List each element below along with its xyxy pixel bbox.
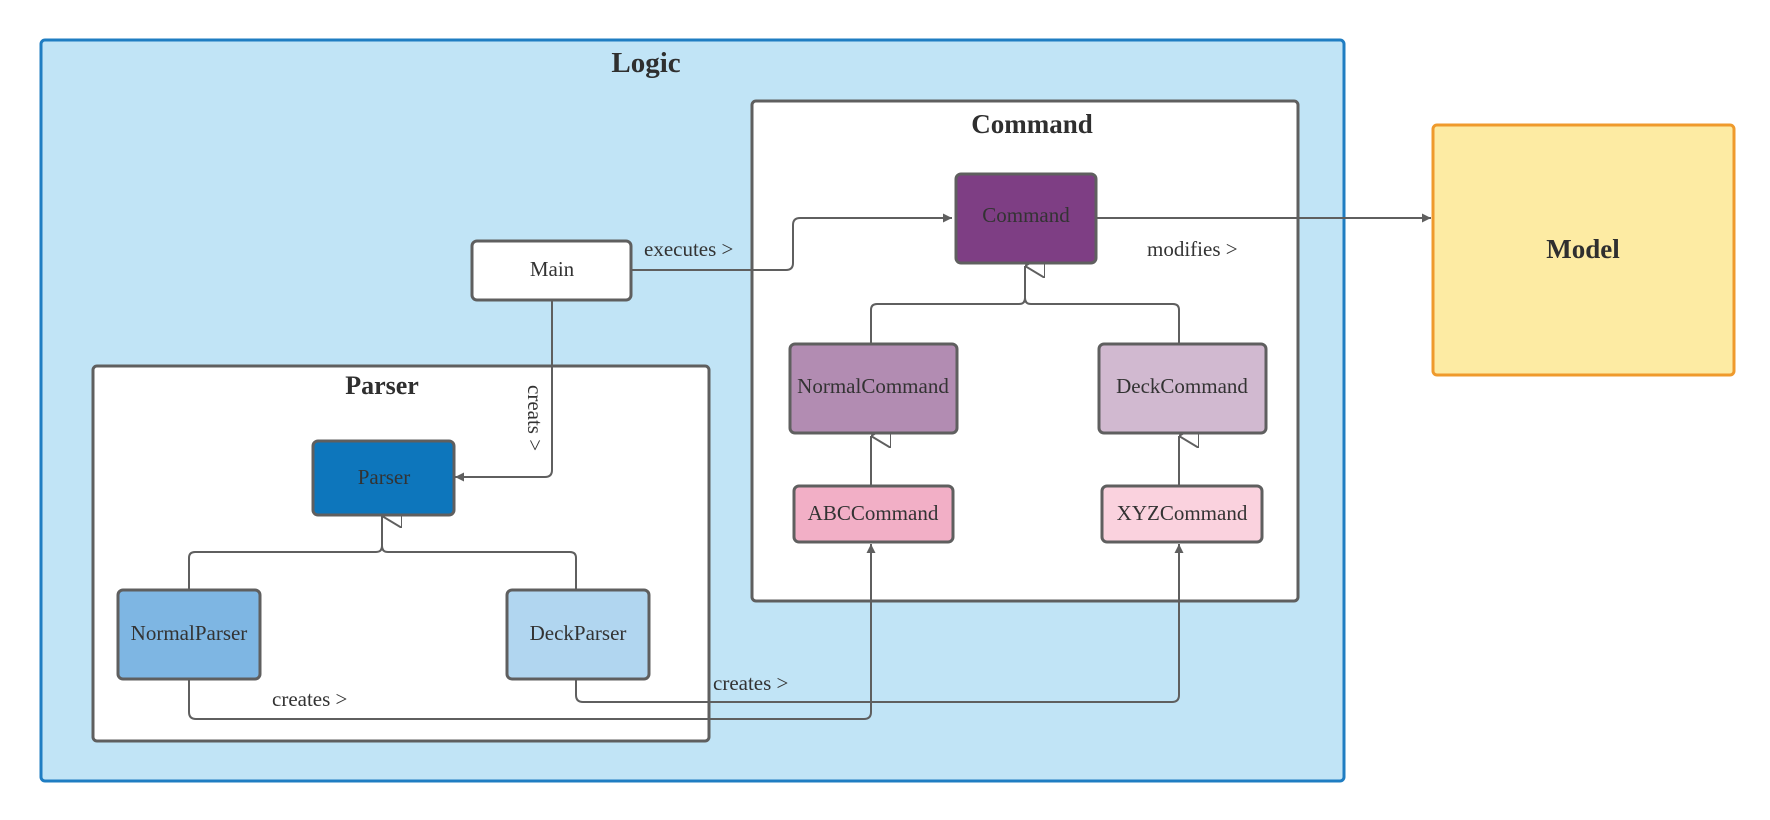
normal-parser-creates-label: creates > <box>272 687 347 711</box>
deck-parser-generalization <box>381 516 577 589</box>
modifies-label: modifies > <box>1147 237 1238 261</box>
xyz-command-class-label: XYZCommand <box>1117 501 1248 525</box>
model-package-title: Model <box>1546 234 1620 264</box>
command-class-label: Command <box>982 203 1070 227</box>
abc-command-class-label: ABCCommand <box>808 501 939 525</box>
normal-parser-class <box>116 588 262 681</box>
normal-command-class-label: NormalCommand <box>797 374 949 398</box>
normal-command-class <box>788 342 959 435</box>
deck-parser-class <box>505 588 651 681</box>
parser-package-title: Parser <box>345 371 419 400</box>
command-package <box>750 99 1300 603</box>
deck-command-class-label: DeckCommand <box>1116 374 1248 398</box>
logic-package-title: Logic <box>611 47 680 79</box>
executes-edge <box>631 213 952 271</box>
executes-label: executes > <box>644 237 733 261</box>
normal-parser-creates-edge <box>188 544 876 720</box>
deck-parser-creates-edge <box>575 544 1184 703</box>
parser-package <box>91 364 711 743</box>
main-class <box>470 239 633 302</box>
deck-command-class <box>1097 342 1268 435</box>
main-class-label: Main <box>530 257 575 281</box>
command-class <box>954 172 1098 265</box>
creats-edge <box>455 300 553 482</box>
abc-command-class <box>792 484 955 544</box>
parser-class <box>311 439 456 517</box>
deck-parser-class-label: DeckParser <box>530 621 627 645</box>
creats-label: creats > <box>523 385 547 451</box>
parser-class-label: Parser <box>358 465 410 489</box>
xyz-command-class <box>1100 484 1264 544</box>
deck-parser-creates-label: creates > <box>713 671 788 695</box>
command-package-title: Command <box>971 109 1093 139</box>
deck-command-generalization <box>1024 266 1180 344</box>
model-package <box>1431 123 1736 377</box>
normal-parser-class-label: NormalParser <box>131 621 248 645</box>
